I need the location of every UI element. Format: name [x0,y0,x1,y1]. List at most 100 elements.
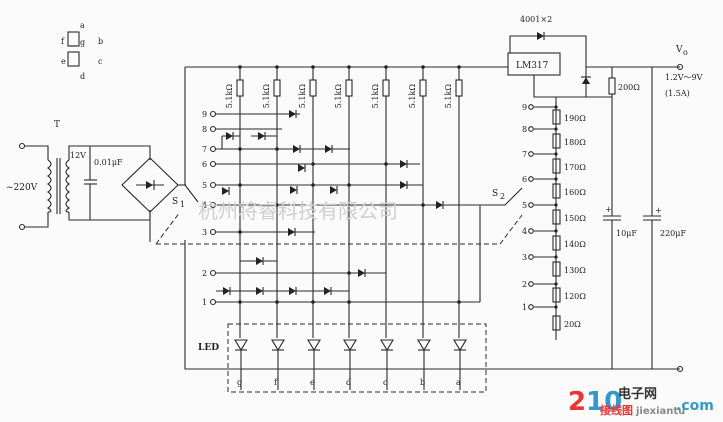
ladder-res-140: 140Ω [564,240,586,249]
ladder-pos-8: 8 [522,125,527,134]
site-logo-brand: 电子网 [618,386,657,402]
s1-pos-9: 9 [202,110,207,119]
switch-s2: S 2 [462,187,523,302]
led-a [453,339,467,390]
site-logo-url: jiexiantu [635,406,685,417]
segment-column-e [309,65,317,338]
switch-s1: S 1 [155,67,500,245]
resistor-label-d: 5.1kΩ [334,84,343,109]
s1-pos-8: 8 [202,125,207,134]
s1-pos-6: 6 [202,160,207,169]
s1-pos-2: 2 [202,269,207,278]
led-seg-label-d: d [346,378,351,387]
rectifier-diode-label: 4001×2 [520,15,552,24]
legend-a: a [80,21,85,30]
transformer-label: T [54,120,60,130]
cap-plus-2: + [655,206,662,215]
site-logo-num: 2 [568,387,586,417]
bridge-rectifier: 0.01μF [68,145,186,221]
cap-10uf-label: 10μF [616,229,637,238]
s1-pos-3: 3 [202,228,207,237]
ladder-res-150: 150Ω [564,214,586,223]
output-current-label: (1.5A) [665,89,690,98]
resistor-label-b: 5.1kΩ [408,84,417,109]
output-voltage-sub: o [683,48,688,57]
segment-column-b [419,65,427,338]
resistor-200-label: 200Ω [618,83,640,92]
site-logo-sub: 接线图 [600,403,633,417]
legend-c: c [98,57,103,66]
ladder-res-160: 160Ω [564,188,586,197]
s2-label: S [492,189,498,199]
led-seg-label-f: f [274,378,278,387]
led-b [417,339,431,390]
site-logo-num2: 10 [586,387,622,417]
s1-pos-4: 4 [202,201,207,210]
resistor-label-a: 5.1kΩ [444,84,453,109]
led-d [343,339,357,390]
resistor-label-g: 5.1kΩ [225,84,234,109]
ladder-pos-1: 1 [522,303,527,312]
mains-voltage-label: ~220V [6,183,38,193]
regulator-section: LM317 4001×2 V o 1.2V～9V (1.5A) 200Ω + 1… [507,15,703,369]
legend-g: g [80,38,85,47]
cap-plus-1: + [605,205,612,214]
legend-b: b [98,37,103,46]
s1-label: S [172,197,178,207]
legend-f: f [61,37,65,46]
led-e [307,339,321,390]
legend-d: d [80,72,85,81]
led-seg-label-e: e [310,378,315,387]
ladder-res-190: 190Ω [564,114,586,123]
ladder-pos-7: 7 [522,150,527,159]
led-label: LED [198,343,219,353]
secondary-voltage-label: 12V [70,151,86,160]
ladder-res-180: 180Ω [564,138,586,147]
segment-legend: a b c d e f g [61,21,103,81]
s1-pos-1: 1 [202,298,207,307]
resistor-label-c: 5.1kΩ [371,84,380,109]
site-logo-tld: .com [676,398,714,414]
filter-cap-label: 0.01μF [94,158,123,167]
led-f [271,339,285,390]
led-display: LED g f e d c b a [198,323,487,393]
led-g [234,339,248,390]
segment-column-c [382,65,390,338]
diode-matrix [216,110,500,304]
output-voltage-label: V [675,45,683,55]
s1-pos-5: 5 [202,181,207,190]
ladder-res-130: 130Ω [564,266,586,275]
segment-column-d [345,65,353,338]
output-range-label: 1.2V～9V [665,73,703,82]
cap-220uf-label: 220μF [660,229,686,238]
ladder-pos-2: 2 [522,280,527,289]
led-seg-label-b: b [420,378,425,387]
site-logo: 2 10 电子网 接线图 jiexiantu .com [568,386,714,417]
led-seg-label-g: g [237,378,242,387]
resistor-label-f: 5.1kΩ [262,84,271,109]
s2-subscript: 2 [500,192,505,201]
ladder-res-170: 170Ω [564,163,586,172]
ladder-pos-5: 5 [522,201,527,210]
s1-contacts: 9 8 7 6 5 4 3 2 1 [202,110,217,307]
led-seg-label-c: c [383,378,388,387]
ladder-res-120: 120Ω [564,292,586,301]
led-c [380,339,394,390]
s1-pos-7: 7 [202,145,207,154]
resistor-label-e: 5.1kΩ [298,84,307,109]
led-seg-label-a: a [456,378,461,387]
s1-subscript: 1 [180,200,185,209]
divider-ladder: 9 8 7 6 5 4 3 2 1 190Ω 180Ω 170Ω 160Ω 15… [522,103,586,331]
ladder-pos-3: 3 [522,253,527,262]
ladder-pos-6: 6 [522,175,527,184]
ladder-pos-9: 9 [522,103,527,112]
watermark-text: 杭州将睿科技有限公司 [198,199,398,223]
ladder-pos-4: 4 [522,227,527,236]
mains-input: ~220V T 12V [6,120,86,231]
segment-column-a [455,65,463,338]
lm317-label: LM317 [516,61,549,71]
ladder-res-20: 20Ω [564,320,581,329]
legend-e: e [61,57,66,66]
